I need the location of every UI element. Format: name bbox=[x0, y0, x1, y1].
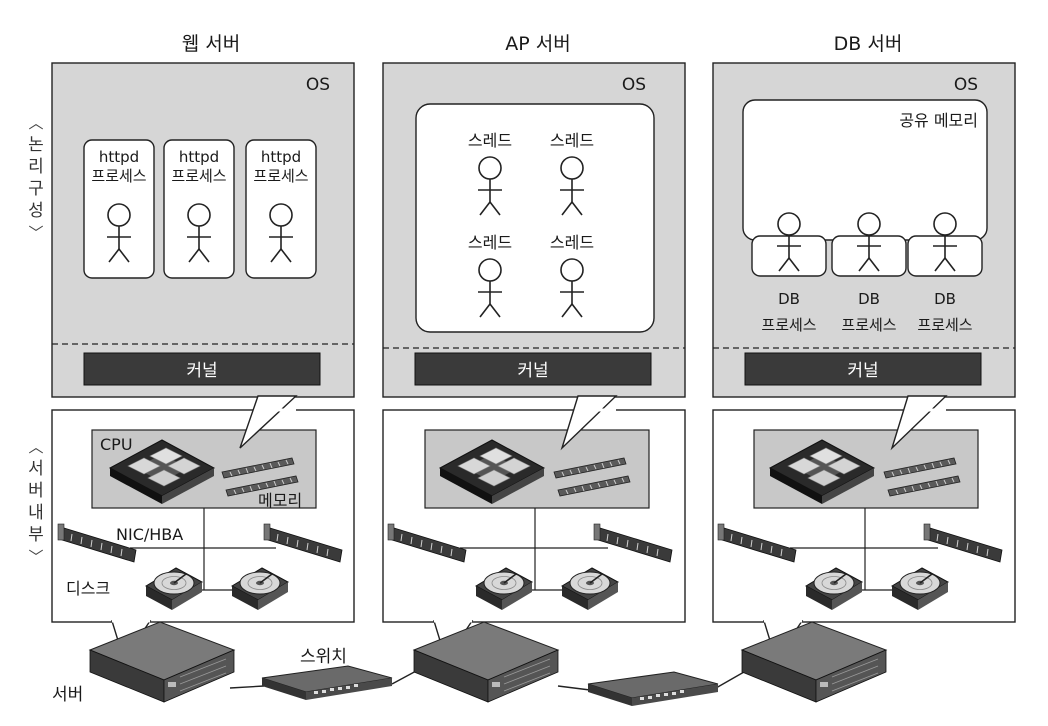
server-label: 서버 bbox=[52, 685, 83, 705]
label-char: 논 bbox=[28, 135, 44, 155]
web-kernel-bar bbox=[83, 352, 321, 386]
db-process-label: DB bbox=[858, 290, 880, 308]
db-process-label: 프로세스 bbox=[917, 316, 972, 334]
process-label: 프로세스 bbox=[171, 167, 226, 185]
db-process-1: DB 프로세스 bbox=[751, 212, 827, 334]
logical-structure-label: ︿ 논 리 구 성 ﹀ bbox=[22, 112, 50, 244]
process-label: 프로세스 bbox=[91, 167, 146, 185]
db-server-icon bbox=[741, 621, 887, 703]
process-label: httpd bbox=[99, 148, 139, 166]
thread-label: 스레드 bbox=[550, 131, 594, 150]
ap-process-box bbox=[415, 103, 655, 333]
ap-server-icon bbox=[413, 621, 559, 703]
thread-label: 스레드 bbox=[468, 131, 512, 150]
process-label: 프로세스 bbox=[253, 167, 308, 185]
ap-server-column: AP 서버 OS 스레드 스레드 스레드 스레드 커널 bbox=[382, 33, 686, 662]
network-row: 서버 스위치 bbox=[52, 621, 887, 707]
ap-kernel-bar bbox=[414, 352, 652, 386]
web-server-icon bbox=[89, 621, 235, 703]
process-label: httpd bbox=[261, 148, 301, 166]
web-process-3: httpd 프로세스 bbox=[245, 139, 317, 279]
db-process-label: DB bbox=[778, 290, 800, 308]
label-bracket-close: ﹀ bbox=[28, 548, 44, 566]
db-kernel-label: 커널 bbox=[847, 361, 878, 381]
web-nic-label: NIC/HBA bbox=[116, 525, 183, 544]
label-char: 구 bbox=[28, 179, 44, 199]
label-bracket-open: ︿ bbox=[28, 438, 44, 456]
thread-label: 스레드 bbox=[550, 233, 594, 252]
switch-icon bbox=[261, 665, 393, 701]
label-char: 부 bbox=[28, 525, 44, 545]
db-os-label: OS bbox=[954, 75, 978, 95]
db-server-title: DB 서버 bbox=[834, 33, 903, 55]
db-server-column: DB 서버 OS 공유 메모리 DB 프로세스 DB 프로세스 DB 프로세스 … bbox=[712, 33, 1016, 662]
web-server-title: 웹 서버 bbox=[182, 33, 240, 55]
web-server-column: 웹 서버 OS httpd 프로세스 httpd 프로세스 httpd 프로세스… bbox=[51, 33, 355, 662]
db-process-label: DB bbox=[934, 290, 956, 308]
web-kernel-label: 커널 bbox=[186, 361, 217, 381]
web-os-label: OS bbox=[306, 75, 330, 95]
web-memory-label: 메모리 bbox=[258, 491, 302, 510]
ap-os-label: OS bbox=[622, 75, 646, 95]
switch-label: 스위치 bbox=[300, 647, 347, 667]
web-cpu-label: CPU bbox=[100, 435, 133, 454]
db-process-label: 프로세스 bbox=[841, 316, 896, 334]
label-char: 성 bbox=[28, 201, 44, 221]
db-process-label: 프로세스 bbox=[761, 316, 816, 334]
web-process-1: httpd 프로세스 bbox=[83, 139, 155, 279]
label-char: 버 bbox=[28, 481, 44, 501]
switch-icon bbox=[587, 671, 719, 707]
label-char: 내 bbox=[28, 503, 44, 523]
label-char: 서 bbox=[28, 459, 44, 479]
web-disk-label: 디스크 bbox=[66, 579, 110, 598]
label-bracket-close: ﹀ bbox=[28, 224, 44, 242]
server-internal-label: ︿ 서 버 내 부 ﹀ bbox=[22, 436, 50, 568]
db-process-3: DB 프로세스 bbox=[907, 212, 983, 334]
web-process-2: httpd 프로세스 bbox=[163, 139, 235, 279]
label-char: 리 bbox=[28, 157, 44, 177]
label-bracket-open: ︿ bbox=[28, 114, 44, 132]
db-process-2: DB 프로세스 bbox=[831, 212, 907, 334]
thread-label: 스레드 bbox=[468, 233, 512, 252]
db-kernel-bar bbox=[744, 352, 982, 386]
process-label: httpd bbox=[179, 148, 219, 166]
shared-memory-label: 공유 메모리 bbox=[899, 111, 978, 130]
ap-kernel-label: 커널 bbox=[517, 361, 548, 381]
ap-server-title: AP 서버 bbox=[505, 33, 570, 55]
